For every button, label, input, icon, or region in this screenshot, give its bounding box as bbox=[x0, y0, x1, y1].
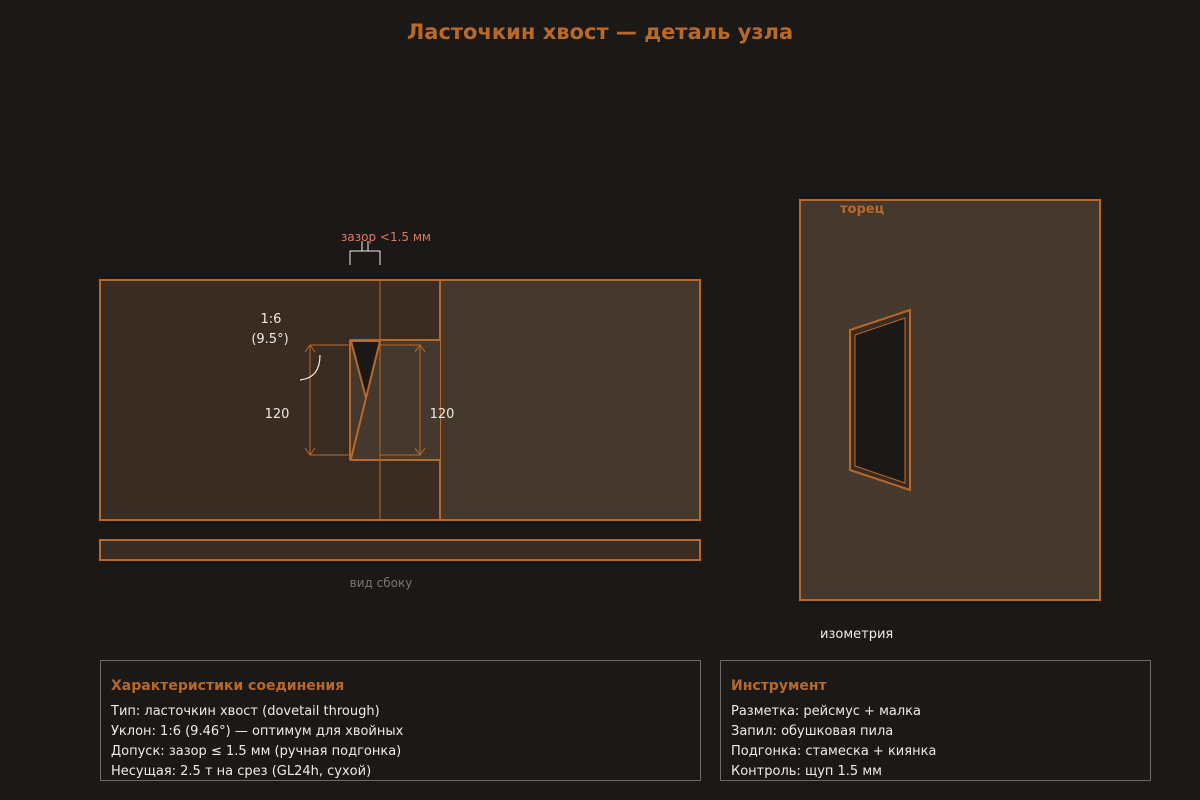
dimension-left-label: 120 bbox=[265, 407, 290, 422]
dovetail-void bbox=[349, 340, 382, 399]
spec-line: Несущая: 2.5 т на срез (GL24h, сухой) bbox=[111, 764, 372, 779]
socket-inner bbox=[854, 317, 906, 484]
gap-label: зазор <1.5 мм bbox=[341, 230, 431, 244]
specs-heading: Характеристики соединения bbox=[111, 678, 345, 694]
slope-angle-label: (9.5°) bbox=[251, 332, 288, 347]
iso-caption: изометрия bbox=[820, 627, 893, 642]
tool-line: Подгонка: стамеска + киянка bbox=[731, 744, 937, 759]
dimension-right-label: 120 bbox=[430, 407, 455, 422]
right-board bbox=[439, 279, 701, 521]
end-grain-face bbox=[799, 199, 1101, 601]
tools-heading: Инструмент bbox=[731, 678, 827, 694]
side-view: зазор <1.5 мм 1:6 (9.5°) 120 120 вид сбо… bbox=[99, 230, 701, 590]
dovetail-slope-line bbox=[350, 397, 367, 460]
spec-line: Тип: ласточкин хвост (dovetail through) bbox=[111, 704, 380, 719]
tool-line: Контроль: щуп 1.5 мм bbox=[731, 764, 882, 779]
end-label: торец bbox=[840, 202, 885, 217]
spec-line: Уклон: 1:6 (9.46°) — оптимум для хвойных bbox=[111, 724, 404, 739]
slope-label: 1:6 bbox=[261, 312, 282, 327]
dimension-right bbox=[380, 344, 426, 456]
side-view-caption: вид сбоку bbox=[350, 576, 413, 590]
page-title: Ласточкин хвост — деталь узла bbox=[406, 20, 794, 44]
tool-line: Разметка: рейсмус + малка bbox=[731, 704, 921, 719]
tool-line: Запил: обушковая пила bbox=[731, 724, 894, 739]
dimension-left bbox=[304, 344, 350, 456]
tools-panel: Инструмент Разметка: рейсмус + малка Зап… bbox=[720, 660, 1151, 781]
iso-view: торец изометрия bbox=[799, 199, 1101, 642]
side-strip bbox=[99, 539, 701, 561]
gap-bracket bbox=[349, 241, 381, 265]
spec-line: Допуск: зазор ≤ 1.5 мм (ручная подгонка) bbox=[111, 744, 402, 759]
specs-panel: Характеристики соединения Тип: ласточкин… bbox=[100, 660, 701, 781]
slope-angle-arc bbox=[299, 354, 321, 381]
